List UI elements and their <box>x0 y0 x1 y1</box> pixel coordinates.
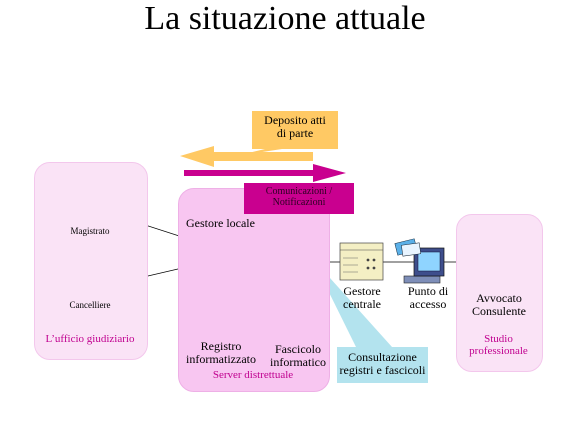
deposito-callout <box>252 111 338 149</box>
comunicazioni-arrow <box>184 164 346 182</box>
studio-professionale-group <box>456 214 543 372</box>
magistrato-label: Magistrato <box>70 226 110 236</box>
server-distrettuale-group <box>178 188 330 392</box>
ufficio-giudiziario-label: L’ufficio giudiziario <box>45 333 135 345</box>
consultazione-callout <box>337 347 428 383</box>
consultazione-pointer <box>312 258 392 347</box>
page-title: La situazione attuale <box>144 0 426 37</box>
deposito-arrow <box>180 146 313 167</box>
ufficio-giudiziario-group <box>34 162 148 360</box>
gestore-locale-label: Gestore locale <box>186 216 255 230</box>
comunicazioni-callout <box>244 183 354 214</box>
punto-accesso-icon <box>394 238 445 284</box>
gestore-centrale-icon <box>339 242 384 281</box>
server-distrettuale-label: Server distrettuale <box>212 369 294 381</box>
cancelliere-label: Cancelliere <box>69 300 111 310</box>
comunicazioni-label: Comunicazioni /Notificazioni <box>265 186 333 209</box>
